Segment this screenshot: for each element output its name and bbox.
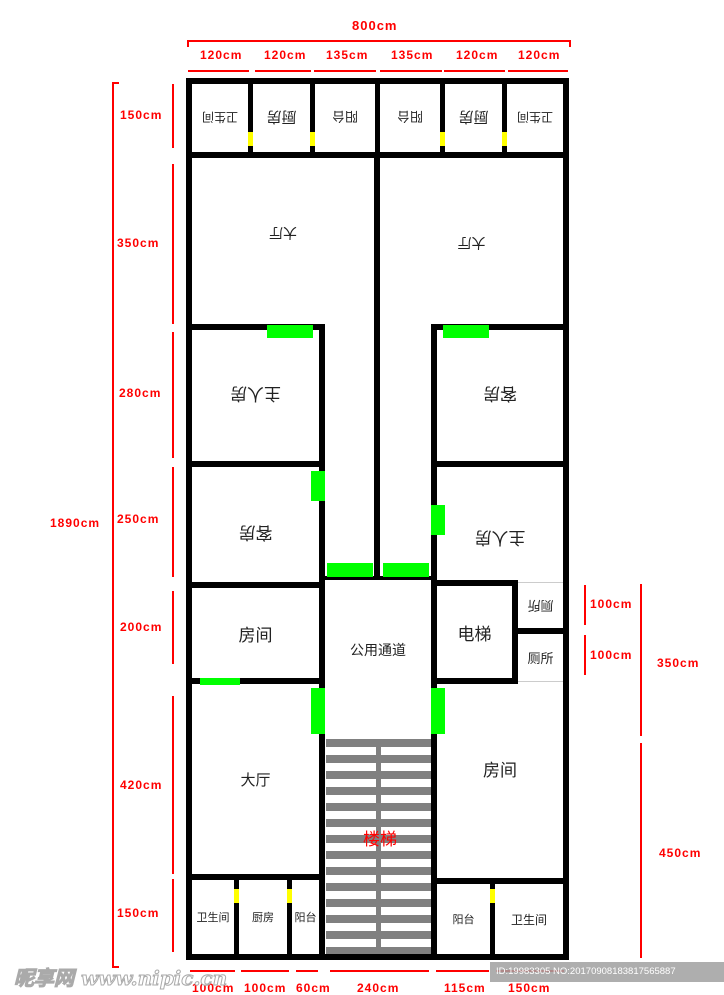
dimension-label: 115cm (444, 981, 486, 995)
watermark-right: ID:19983305 NO:20170908183817565887 (490, 962, 724, 982)
dimension-label: 100cm (244, 981, 287, 995)
dimension-label: 1890cm (50, 516, 101, 530)
dimension-label: 450cm (659, 846, 702, 860)
room-bedroom-left: 房间 (238, 625, 273, 646)
room-bedroom-right: 房间 (483, 760, 517, 781)
dimension-label: 350cm (117, 236, 160, 250)
dimension-label: 200cm (120, 620, 163, 634)
room-bathroom-top-1: 卫生间 (202, 110, 239, 125)
dimension-label: 120cm (518, 48, 561, 62)
stairs-divider (376, 739, 381, 954)
watermark-left: 昵享网 www.nipic.cn (13, 966, 228, 991)
stairs-label: 楼梯 (363, 830, 397, 850)
dimension-label: 150cm (117, 906, 160, 920)
room-hall-left: 大厅 (269, 224, 297, 240)
dimension-label: 420cm (120, 778, 163, 792)
room-toilet-upper: 厕所 (527, 597, 554, 613)
dimension-label: 120cm (456, 48, 499, 62)
dimension-label: 135cm (391, 48, 434, 62)
room-bathroom-bottom-left: 卫生间 (196, 911, 230, 924)
dimension-label: 150cm (508, 981, 551, 995)
room-kitchen-top-2: 厨房 (458, 108, 489, 127)
dimension-label: 350cm (657, 656, 700, 670)
room-toilet-lower: 厕所 (527, 651, 554, 667)
dimension-label: 800cm (352, 18, 398, 33)
dimension-label: 135cm (326, 48, 369, 62)
room-balcony-bottom-left: 阳台 (294, 911, 317, 924)
dimension-label: 60cm (296, 981, 331, 995)
dimension-label: 120cm (264, 48, 307, 62)
room-guest-left: 客房 (238, 522, 273, 542)
dimension-label: 240cm (357, 981, 400, 995)
room-balcony-top-2: 阳台 (397, 108, 424, 124)
room-hall-bottom-left: 大厅 (240, 770, 271, 789)
room-hall-right: 大厅 (457, 234, 486, 250)
dimension-label: 100cm (590, 597, 633, 611)
dimension-label: 250cm (117, 512, 160, 526)
room-balcony-bottom-right: 阳台 (452, 913, 475, 926)
room-kitchen-top-1: 厨房 (266, 108, 297, 127)
room-elevator: 电梯 (457, 624, 492, 645)
room-bathroom-top-2: 卫生间 (517, 110, 554, 125)
room-kitchen-bottom-left: 厨房 (252, 911, 274, 924)
room-master-left: 主人房 (230, 383, 281, 403)
dimension-label: 120cm (200, 48, 243, 62)
dimension-label: 100cm (192, 981, 235, 995)
dimension-label: 280cm (119, 386, 162, 400)
dimension-label: 100cm (590, 648, 633, 662)
dimension-label: 150cm (120, 108, 163, 122)
room-public-corridor: 公用通道 (350, 643, 406, 659)
room-bathroom-bottom-right: 卫生间 (510, 912, 547, 927)
room-balcony-top-1: 阳台 (332, 108, 359, 124)
room-guest-right: 客房 (483, 383, 517, 403)
